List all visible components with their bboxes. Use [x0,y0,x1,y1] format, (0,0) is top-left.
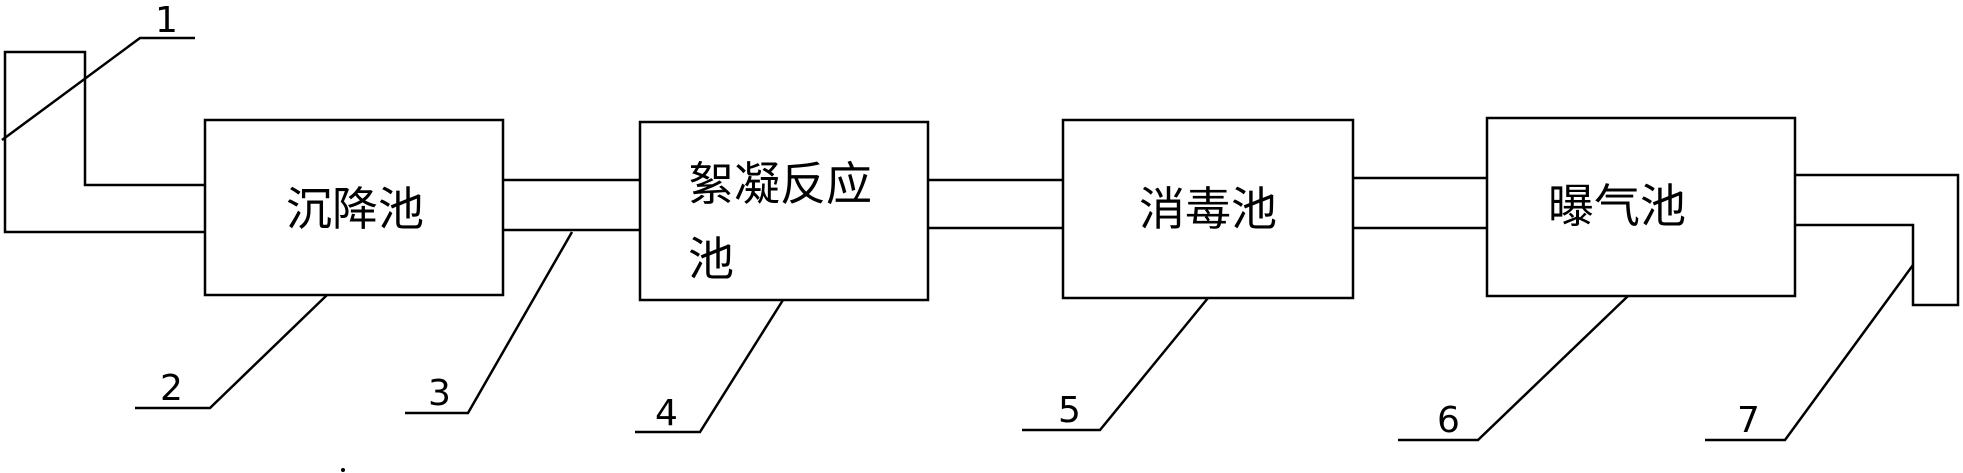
tank-flocculation-label-line1: 絮凝反应 [688,157,872,211]
outlet-pipe [1795,173,1960,307]
pipe-flocculation-to-disinfection [928,178,1063,230]
callout-1-label: 1 [155,0,178,41]
stray-dot [341,468,345,472]
callout-6: 6 [1398,295,1629,442]
tank-flocculation-label-line2: 池 [688,232,734,286]
callout-5-label: 5 [1058,390,1081,431]
inlet-pipe [3,50,205,234]
tank-disinfection-label: 消毒池 [1139,182,1277,236]
callout-7-label: 7 [1737,400,1760,441]
callout-1: 1 [1,0,195,142]
tank-disinfection: 消毒池 [1061,118,1355,300]
pipe-settling-to-flocculation [503,178,640,232]
callout-7: 7 [1705,264,1915,442]
callout-3-label: 3 [428,373,451,414]
tank-settling-label: 沉降池 [286,182,424,236]
tank-flocculation: 絮凝反应 池 [638,120,930,302]
pipe-disinfection-to-aeration [1353,176,1487,230]
callout-2-label: 2 [160,368,183,409]
callout-4-label: 4 [655,393,678,434]
tank-aeration: 曝气池 [1485,116,1797,298]
callout-4: 4 [635,299,785,434]
tank-settling: 沉降池 [203,118,505,297]
callout-2: 2 [135,294,328,410]
callout-3: 3 [405,231,574,415]
callout-6-label: 6 [1437,400,1460,441]
tank-aeration-label: 曝气池 [1548,179,1686,233]
callout-5: 5 [1022,297,1209,432]
